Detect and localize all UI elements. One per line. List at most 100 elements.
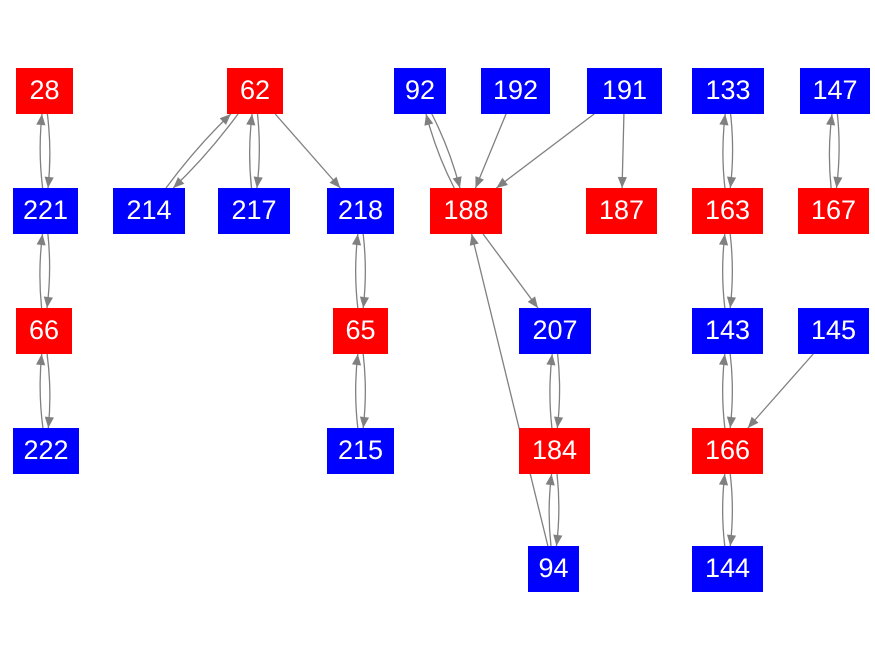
graph-edge-163-143-arrowhead [726,296,737,308]
graph-node-label: 214 [126,194,172,225]
graph-edge-188-92 [425,113,455,189]
graph-edge-184-207-arrowhead [546,354,556,366]
graph-edge-92-188 [431,113,461,189]
graph-node-163[interactable]: 163 [692,188,763,234]
graph-edge-188-92-arrowhead [424,114,434,126]
graph-edge-188-207 [482,233,539,309]
graph-edge-65-218 [355,233,359,309]
graph-node-label: 217 [231,194,277,225]
graph-node-66[interactable]: 66 [16,308,72,354]
graph-edge-92-188-arrowhead [452,176,462,188]
graph-node-217[interactable]: 217 [218,188,290,234]
graph-node-label: 147 [812,74,858,105]
graph-edge-66-222 [46,353,51,429]
graph-edge-191-188-arrowhead [496,177,508,188]
graph-edge-143-163-arrowhead [718,234,729,246]
graph-edge-65-215 [362,353,366,429]
graph-node-166[interactable]: 166 [692,428,763,474]
graph-edge-62-218 [274,113,341,189]
graph-edge-192-188-arrowhead [475,176,484,188]
graph-edge-62-217 [256,113,260,189]
graph-node-label: 133 [705,74,751,105]
graph-node-133[interactable]: 133 [692,68,764,114]
graph-edge-221-28-arrowhead [36,114,46,126]
graph-node-218[interactable]: 218 [327,188,394,234]
graph-node-label: 62 [239,74,271,105]
graph-node-label: 166 [704,434,751,465]
graph-node-143[interactable]: 143 [692,308,763,354]
graph-node-191[interactable]: 191 [587,68,662,114]
graph-node-label: 221 [22,194,69,225]
graph-node-215[interactable]: 215 [327,428,394,474]
graph-node-label: 207 [532,314,578,345]
graph-edge-214-62-arrowhead [219,114,231,125]
graph-edge-166-143-arrowhead [718,354,729,366]
graph-node-222[interactable]: 222 [13,428,79,474]
graph-edge-167-147-arrowhead [826,114,836,126]
graph-node-label: 163 [704,194,751,225]
graph-node-label: 65 [345,314,376,345]
graph-edge-145-166 [747,353,814,429]
graph-edge-215-65 [355,353,359,429]
graph-node-207[interactable]: 207 [519,308,591,354]
graph-node-221[interactable]: 221 [13,188,78,234]
graph-edge-94-188-arrowhead [469,234,479,246]
graph-node-188[interactable]: 188 [430,188,502,234]
graph-edge-217-62 [249,113,253,189]
graph-edge-191-187-arrowhead [617,176,627,188]
graph-edge-94-188 [470,233,549,547]
graph-node-label: 187 [598,194,645,225]
graph-edge-65-218-arrowhead [351,234,362,246]
graph-edge-207-184-arrowhead [554,416,564,428]
graph-edge-221-28 [39,113,44,189]
graph-node-92[interactable]: 92 [394,68,446,114]
graph-edge-62-217-arrowhead [253,176,263,188]
graph-edge-62-214-arrowhead [173,177,185,188]
graph-node-192[interactable]: 192 [481,68,550,114]
graph-edge-222-66 [39,353,44,429]
graph-edge-166-143 [722,353,726,429]
graph-edge-166-144-arrowhead [726,534,737,546]
graph-edge-144-166 [722,473,726,547]
graph-node-167[interactable]: 167 [798,188,869,234]
graph-edge-221-66-arrowhead [43,296,53,308]
graph-node-214[interactable]: 214 [113,188,185,234]
graph-edge-133-163 [729,113,734,189]
graph-edge-94-184-arrowhead [545,474,555,486]
graph-node-184[interactable]: 184 [519,428,590,474]
graph-edge-65-215-arrowhead [359,416,370,428]
graph-edge-147-167 [835,113,840,189]
graph-node-28[interactable]: 28 [16,68,73,114]
graph-node-94[interactable]: 94 [528,546,579,592]
graph-node-label: 167 [810,194,857,225]
graph-edge-133-163-arrowhead [727,176,737,188]
graph-edge-145-166-arrowhead [747,416,759,428]
graph-node-label: 144 [704,552,751,583]
graph-edge-221-66 [46,233,51,309]
graph-edge-184-207 [549,353,553,429]
graph-edge-66-222-arrowhead [44,416,54,428]
graph-node-145[interactable]: 145 [798,308,869,354]
graph-edge-215-65-arrowhead [351,354,362,366]
graph-node-label: 191 [601,74,648,105]
graph-node-label: 192 [492,74,539,105]
graph-edge-218-65 [362,233,366,309]
graph-node-label: 215 [337,434,384,465]
graph-node-label: 92 [404,74,436,105]
graph-edge-144-166-arrowhead [718,474,729,486]
graph-node-62[interactable]: 62 [227,68,283,114]
graph-edge-62-218-arrowhead [329,176,341,188]
graph-edge-66-221-arrowhead [36,234,46,246]
graph-node-label: 188 [443,194,489,225]
graph-node-65[interactable]: 65 [333,308,388,354]
graph-edge-222-66-arrowhead [36,354,46,366]
graph-edge-143-166-arrowhead [726,416,737,428]
graph-edge-143-166 [729,353,733,429]
graph-node-label: 94 [538,552,569,583]
graph-edge-163-133 [722,113,726,189]
graph-node-label: 184 [531,434,578,465]
graph-node-147[interactable]: 147 [800,68,870,114]
graph-node-144[interactable]: 144 [692,546,763,592]
graph-node-187[interactable]: 187 [586,188,657,234]
